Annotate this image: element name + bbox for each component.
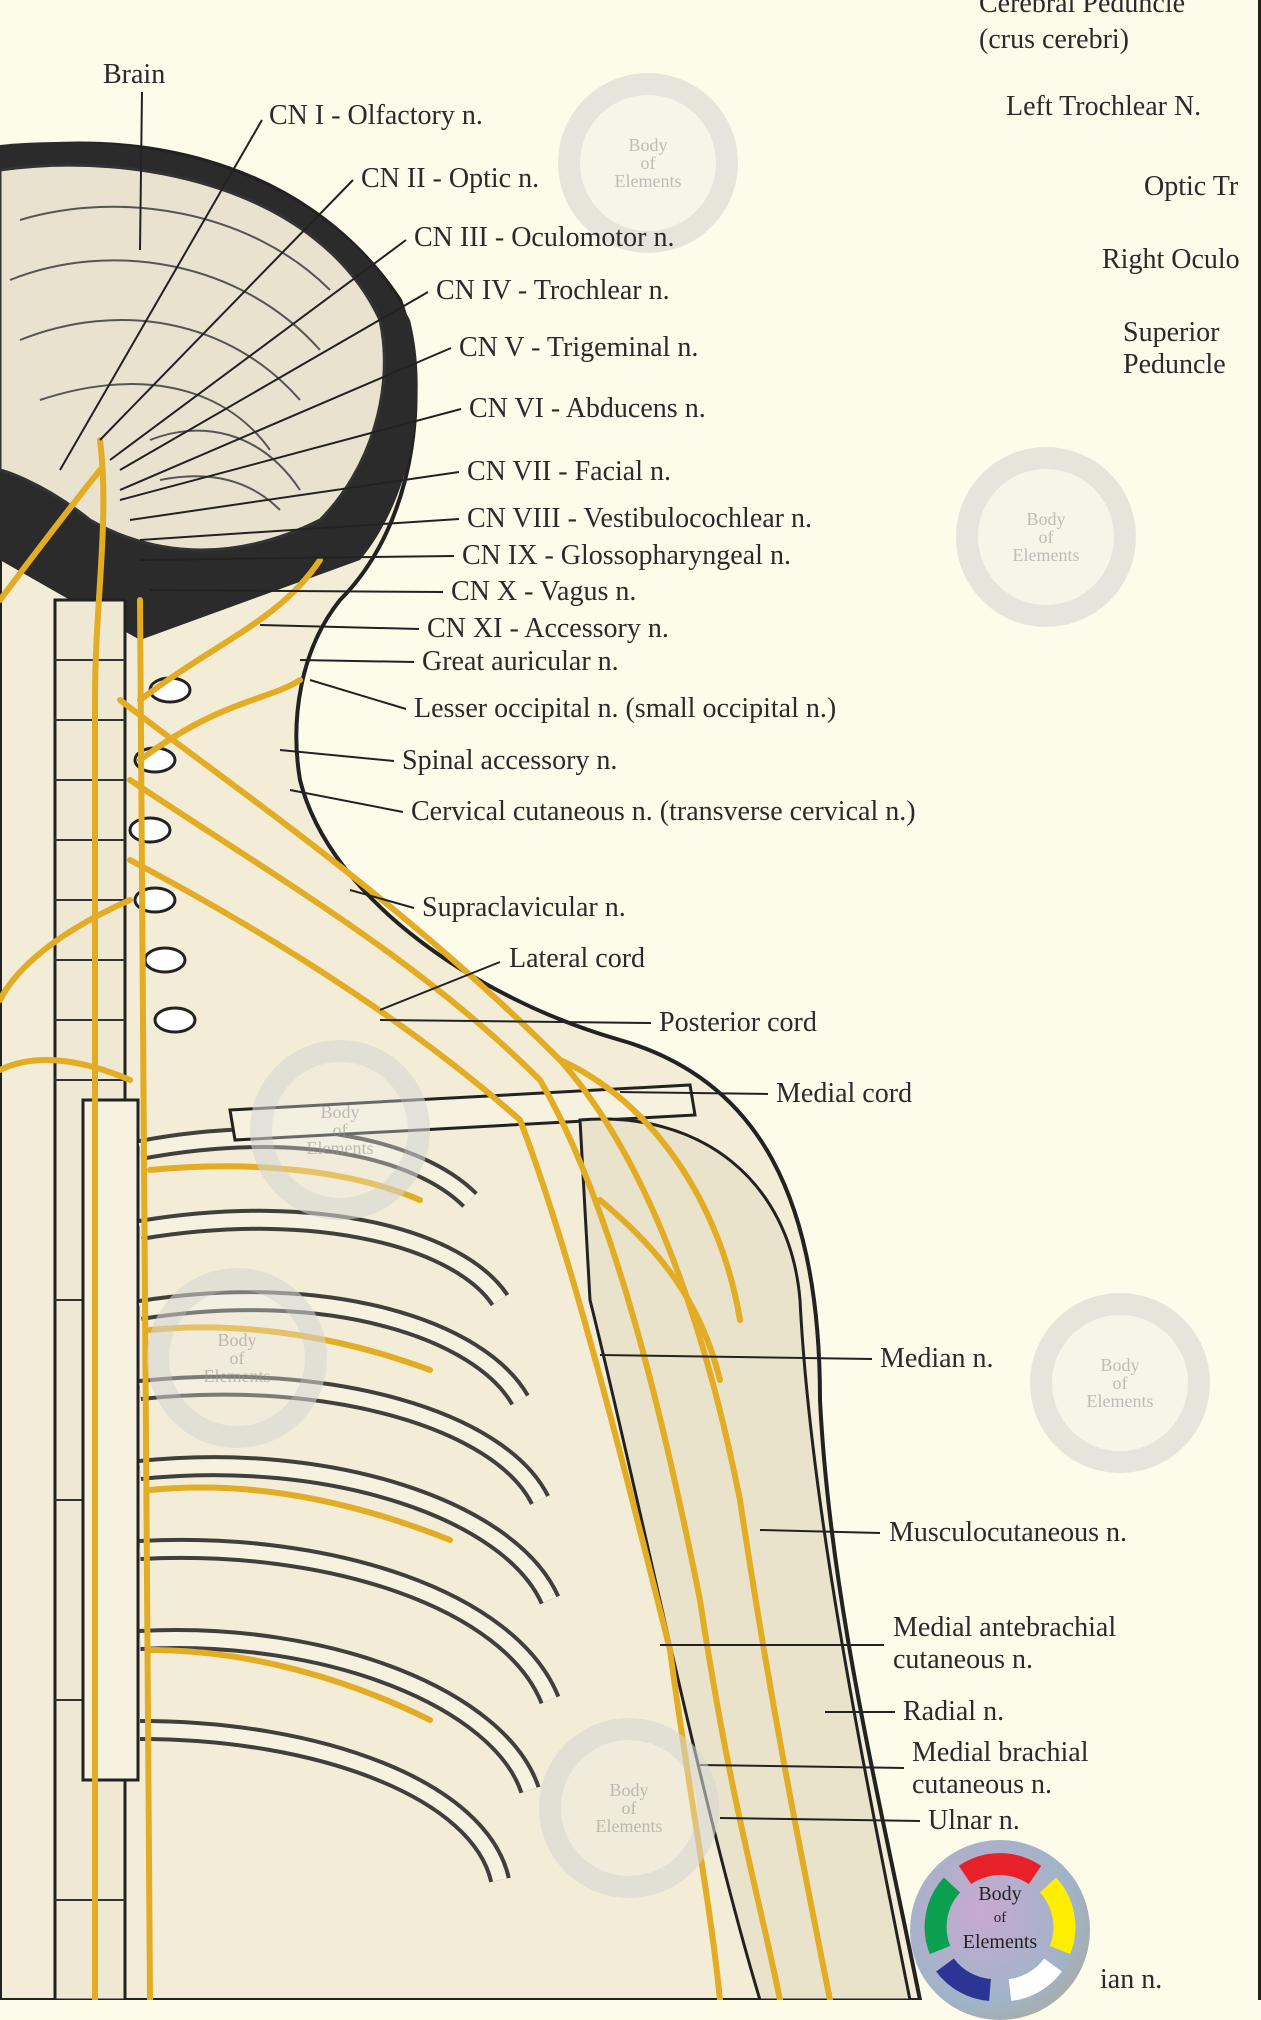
logo-text: Elements	[962, 1931, 1038, 1953]
watermark-text: Body	[1100, 1355, 1140, 1375]
watermark-text: Body	[1026, 509, 1066, 529]
label-cn7: CN VII - Facial n.	[467, 456, 671, 487]
label-cn8: CN VIII - Vestibulocochlear n.	[467, 503, 812, 534]
label-cn6: CN VI - Abducens n.	[469, 393, 706, 424]
label-cn5: CN V - Trigeminal n.	[459, 332, 699, 363]
watermark-text: Body	[628, 135, 668, 155]
label-crus-cerebri: (crus cerebri)	[979, 24, 1130, 55]
watermark-text: Elements	[1086, 1391, 1154, 1411]
label-radial: Radial n.	[903, 1696, 1005, 1727]
label-cn10: CN X - Vagus n.	[451, 576, 637, 607]
label-cerebral-peduncle: Cerebral Peduncle	[979, 0, 1186, 19]
label-right-oculomotor: Right Oculo	[1102, 244, 1240, 275]
brain-folds	[9, 205, 331, 511]
watermark-text: Elements	[595, 1816, 663, 1836]
label-peduncle: Peduncle	[1123, 349, 1226, 380]
label-musculocutaneous: Musculocutaneous n.	[889, 1517, 1127, 1548]
watermark-text: Body	[609, 1780, 649, 1800]
watermark-text: of	[1038, 527, 1054, 547]
logo-ring-icon	[924, 1853, 1076, 2001]
watermark-text: Elements	[306, 1138, 374, 1158]
label-cn1: CN I - Olfactory n.	[269, 100, 483, 131]
label-posterior-cord: Posterior cord	[659, 1007, 817, 1038]
logo-text: Body	[978, 1883, 1022, 1905]
watermark-text: Elements	[614, 171, 682, 191]
logo-text: of	[993, 1910, 1007, 1926]
label-cn4: CN IV - Trochlear n.	[436, 275, 670, 306]
right-border	[1258, 0, 1261, 2000]
label-medial-cord: Medial cord	[776, 1078, 913, 1109]
label-lesser-occipital: Lesser occipital n. (small occipital n.)	[414, 693, 837, 724]
label-medial-antebrachial-2: cutaneous n.	[893, 1644, 1033, 1675]
label-lateral-cord: Lateral cord	[509, 943, 646, 974]
watermark-text: of	[229, 1348, 245, 1368]
leader-lines	[59, 91, 921, 1822]
label-cn11: CN XI - Accessory n.	[427, 613, 669, 644]
watermark-text: of	[1112, 1373, 1128, 1393]
watermark-text: Body	[320, 1102, 360, 1122]
label-supraclavicular: Supraclavicular n.	[422, 892, 626, 923]
label-medial-brachial: Medial brachial	[912, 1737, 1089, 1768]
watermark-text: Body	[217, 1330, 257, 1350]
label-cervical-cutaneous: Cervical cutaneous n. (transverse cervic…	[411, 796, 916, 827]
label-spinal-accessory: Spinal accessory n.	[402, 745, 618, 776]
watermark-text: of	[640, 153, 656, 173]
watermark-text: Elements	[203, 1366, 271, 1386]
label-cn3: CN III - Oculomotor n.	[414, 222, 675, 253]
label-medial-brachial-2: cutaneous n.	[912, 1769, 1052, 1800]
sternum	[81, 1098, 140, 1782]
label-ulnar: Ulnar n.	[928, 1805, 1020, 1836]
label-median: Median n.	[880, 1343, 994, 1374]
label-cn9: CN IX - Glossopharyngeal n.	[462, 540, 791, 571]
label-great-auricular: Great auricular n.	[422, 646, 619, 677]
label-left-trochlear: Left Trochlear N.	[1006, 91, 1202, 122]
watermark-text: Elements	[1012, 545, 1080, 565]
label-partial-bottom: ian n.	[1100, 1964, 1163, 1995]
watermark-text: of	[621, 1798, 637, 1818]
label-brain: Brain	[103, 59, 166, 90]
label-cn2: CN II - Optic n.	[361, 163, 540, 194]
watermark-text: of	[332, 1120, 348, 1140]
label-superior: Superior	[1123, 317, 1220, 348]
label-medial-antebrachial: Medial antebrachial	[893, 1612, 1117, 1643]
label-optic-tract: Optic Tr	[1144, 171, 1239, 202]
